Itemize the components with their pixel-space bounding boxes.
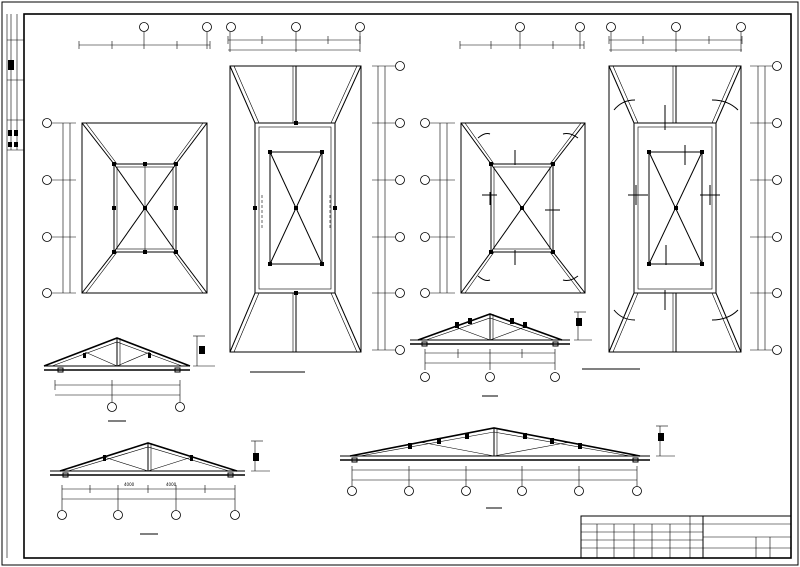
axis-bubble (420, 232, 430, 242)
axis-bubble (404, 486, 414, 496)
plan-1 (42, 22, 212, 298)
elevation-2 (410, 311, 592, 397)
axis-bubble (420, 175, 430, 185)
axis-bubble (517, 486, 527, 496)
axis-bubble (395, 61, 405, 71)
elevation-4 (340, 425, 675, 509)
axis-bubble (57, 510, 67, 520)
axis-bubble (42, 175, 52, 185)
plan-3 (420, 22, 586, 298)
axis-bubble (395, 232, 405, 242)
elevation-1 (43, 335, 215, 422)
axis-bubble (772, 232, 782, 242)
axis-bubble (107, 402, 117, 412)
axis-bubble (550, 372, 560, 382)
axis-bubble (42, 232, 52, 242)
axis-bubble (420, 118, 430, 128)
axis-bubble (671, 22, 681, 32)
axis-bubble (420, 372, 430, 382)
axis-bubble (574, 486, 584, 496)
axis-bubble (736, 22, 746, 32)
axis-bubble (291, 22, 301, 32)
axis-bubble (606, 22, 616, 32)
axis-bubble (230, 510, 240, 520)
axis-bubble (772, 118, 782, 128)
axis-bubble (113, 510, 123, 520)
axis-bubble (485, 372, 495, 382)
binding-strip (6, 14, 24, 558)
axis-bubble (420, 288, 430, 298)
axis-bubble (395, 118, 405, 128)
elevation-3: 4000 4000 (50, 440, 270, 535)
axis-bubble (42, 118, 52, 128)
axis-bubble (42, 288, 52, 298)
axis-bubble (171, 510, 181, 520)
axis-bubble (355, 22, 365, 32)
axis-bubble (772, 288, 782, 298)
axis-bubble (772, 345, 782, 355)
axis-bubble (347, 486, 357, 496)
axis-bubble (515, 22, 525, 32)
axis-bubble (395, 345, 405, 355)
dimension-label: 4000 (166, 482, 177, 487)
plan-4 (582, 22, 782, 370)
inner-frame (23, 13, 792, 559)
axis-bubble (772, 61, 782, 71)
axis-bubble (202, 22, 212, 32)
axis-bubble (772, 175, 782, 185)
axis-bubble (461, 486, 471, 496)
axis-bubble (632, 486, 642, 496)
plan-2 (226, 22, 405, 373)
dimension-label: 4000 (124, 482, 135, 487)
axis-bubble (139, 22, 149, 32)
title-block (580, 515, 792, 559)
axis-bubble (395, 288, 405, 298)
axis-bubble (175, 402, 185, 412)
axis-bubble (575, 22, 585, 32)
axis-bubble (395, 175, 405, 185)
axis-bubble (226, 22, 236, 32)
